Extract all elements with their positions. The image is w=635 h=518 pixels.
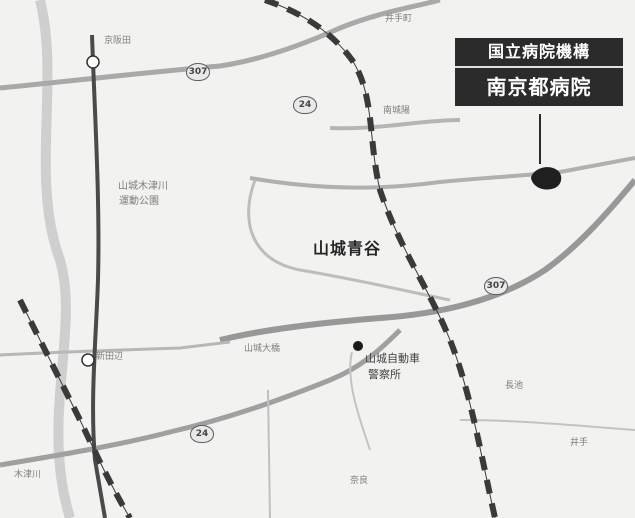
label-bottom-place: 奈良 <box>350 476 369 486</box>
label-park-line1: 山城木津川 <box>118 181 168 192</box>
road-vertical-mid <box>267 389 271 518</box>
police-station-marker[interactable] <box>353 341 363 351</box>
railway-vertical-line <box>90 34 107 518</box>
label-top-right-place: 井手町 <box>385 14 413 24</box>
label-park-line2: 運動公園 <box>119 196 159 207</box>
label-police-line1: 山城自動車 <box>365 352 420 365</box>
road-curve-central <box>247 179 451 302</box>
route-shield: 24 <box>190 425 214 443</box>
road-east-middle <box>249 156 635 190</box>
station-middle <box>81 353 95 367</box>
road-main-east <box>219 178 635 343</box>
road-police-branch <box>349 351 371 451</box>
road-upper <box>0 0 441 91</box>
label-right-place: 長池 <box>505 381 524 391</box>
callout-line2: 南京都病院 <box>455 66 623 106</box>
label-area-main: 山城青谷 <box>313 239 382 258</box>
road-lower <box>0 328 402 468</box>
railway-main-line-edge <box>264 0 496 518</box>
hospital-location-marker[interactable] <box>527 164 565 192</box>
label-police-line2: 警察所 <box>368 368 401 381</box>
road-lower-right <box>459 419 635 431</box>
label-station-top: 京阪田 <box>104 36 132 46</box>
river-kizugawa <box>35 0 75 518</box>
label-lower-left-place: 木津川 <box>14 470 42 480</box>
route-shield: 24 <box>293 96 317 114</box>
label-district-center: 山城大橋 <box>244 344 281 354</box>
station-top <box>86 55 100 69</box>
label-lower-right-place: 井手 <box>570 438 589 448</box>
label-station-mid: 新田辺 <box>96 352 124 362</box>
route-shield: 307 <box>484 277 508 295</box>
route-shield: 307 <box>186 63 210 81</box>
hospital-callout[interactable]: 国立病院機構 南京都病院 <box>455 38 623 106</box>
label-road-east: 南城陽 <box>383 106 411 116</box>
road-east-north <box>329 118 461 131</box>
railway-southwest-line-edge <box>19 299 131 518</box>
callout-line1: 国立病院機構 <box>455 38 623 66</box>
